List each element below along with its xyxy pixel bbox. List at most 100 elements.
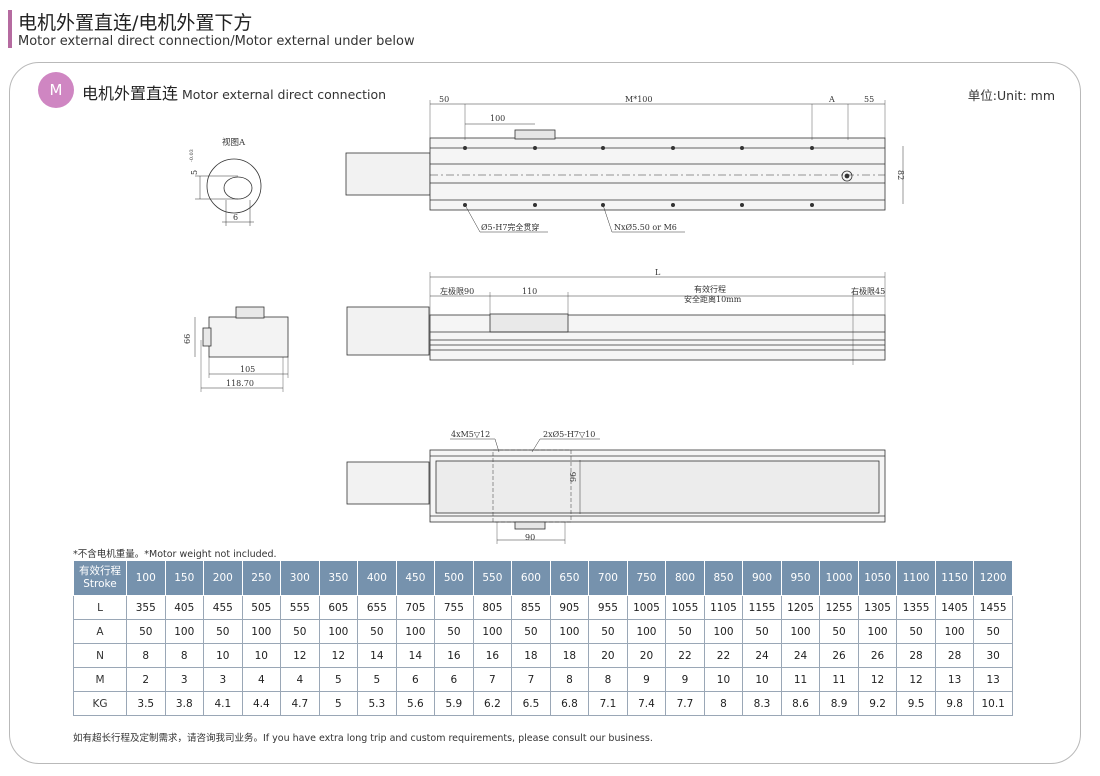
table-cell: 3 (164, 667, 205, 692)
table-cell: 505 (241, 595, 282, 620)
table-cell: 6.8 (549, 691, 590, 716)
table-cell: 5 (357, 667, 397, 692)
table-cell: 655 (357, 595, 397, 620)
table-cell: 24 (742, 643, 782, 668)
table-cell: 6.5 (511, 691, 551, 716)
table-cell: 8 (588, 667, 628, 692)
view-a-dim-h: 5 (190, 170, 199, 175)
table-cell: 50 (280, 619, 320, 644)
stroke-col-header: 200 (203, 560, 243, 596)
table-cell: 20 (588, 643, 628, 668)
table-cell: 10 (742, 667, 782, 692)
table-cell: 100 (549, 619, 590, 644)
top-view-drawing (345, 100, 904, 233)
table-cell: 4.1 (203, 691, 243, 716)
table-cell: 6 (395, 667, 436, 692)
table-cell: 50 (511, 619, 551, 644)
table-cell: 100 (164, 619, 205, 644)
stroke-col-header: 150 (164, 560, 205, 596)
table-cell: 8.3 (742, 691, 782, 716)
table-cell: 1305 (857, 595, 898, 620)
table-cell: 100 (626, 619, 667, 644)
table-cell: 9.5 (896, 691, 936, 716)
stroke-col-header: 500 (434, 560, 474, 596)
section-title-cn: 电机外置直连 (82, 84, 179, 103)
end-height: 66 (183, 334, 192, 344)
table-cell: 4 (280, 667, 320, 692)
table-cell: 705 (395, 595, 436, 620)
table-cell: 1355 (896, 595, 936, 620)
stroke-col-header: 1150 (934, 560, 975, 596)
table-cell: 22 (665, 643, 705, 668)
table-cell: 4.7 (280, 691, 320, 716)
table-cell: 9.2 (857, 691, 898, 716)
table-cell: 24 (780, 643, 821, 668)
table-cell: 3.8 (164, 691, 205, 716)
table-cell: 10 (703, 667, 744, 692)
side-view-drawing (346, 272, 886, 365)
stroke-col-header: 1050 (857, 560, 898, 596)
table-cell: 50 (973, 619, 1013, 644)
table-cell: 355 (126, 595, 166, 620)
table-cell: 100 (857, 619, 898, 644)
table-cell: 13 (934, 667, 975, 692)
table-cell: 16 (434, 643, 474, 668)
table-cell: 50 (126, 619, 166, 644)
table-cell: 10.1 (973, 691, 1013, 716)
table-cell: 20 (626, 643, 667, 668)
table-cell: 1455 (973, 595, 1013, 620)
stroke-col-header: 100 (126, 560, 166, 596)
table-cell: 18 (511, 643, 551, 668)
view-a-dim-w: 6 (233, 213, 238, 222)
end-view-drawing (194, 306, 289, 392)
table-cell: 3 (203, 667, 243, 692)
view-a-drawing (195, 158, 262, 226)
stroke-col-header: 1200 (973, 560, 1013, 596)
table-cell: 1105 (703, 595, 744, 620)
table-cell: 1255 (819, 595, 859, 620)
side-stroke: 有效行程 (694, 284, 726, 294)
table-cell: 7.7 (665, 691, 705, 716)
table-cell: 100 (934, 619, 975, 644)
table-cell: 7 (472, 667, 513, 692)
table-cell: 26 (857, 643, 898, 668)
table-cell: 100 (318, 619, 359, 644)
unit-label: 单位:Unit: mm (967, 88, 1055, 103)
stroke-header-en: Stroke (83, 578, 117, 590)
side-safety: 安全距离10mm (684, 294, 742, 304)
table-cell: 2 (126, 667, 166, 692)
table-cell: 1055 (665, 595, 705, 620)
top-dim-m100: M*100 (625, 95, 652, 104)
table-cell: 30 (973, 643, 1013, 668)
header-accent-bar (8, 10, 12, 48)
stroke-col-header: 650 (549, 560, 590, 596)
page-title: 电机外置直连/电机外置下方 (18, 12, 253, 34)
table-cell: 5 (318, 691, 359, 716)
view-a-dim-tol: -0.03 (189, 149, 195, 162)
bottom-note-m5: 4xM5▽12 (451, 430, 490, 439)
table-cell: 3.5 (126, 691, 166, 716)
table-cell: 11 (819, 667, 859, 692)
table-cell: 50 (434, 619, 474, 644)
row-label: L (73, 595, 127, 620)
custom-requirement-note: 如有超长行程及定制需求，请咨询我司业务。If you have extra lo… (73, 733, 653, 744)
table-cell: 50 (742, 619, 782, 644)
table-cell: 8 (126, 643, 166, 668)
table-cell: 8.6 (780, 691, 821, 716)
table-cell: 1205 (780, 595, 821, 620)
table-cell: 10 (241, 643, 282, 668)
table-cell: 5.9 (434, 691, 474, 716)
stroke-col-header: 800 (665, 560, 705, 596)
table-cell: 855 (511, 595, 551, 620)
row-label: KG (73, 691, 127, 716)
table-cell: 12 (857, 667, 898, 692)
table-cell: 955 (588, 595, 628, 620)
top-dim-50: 50 (439, 95, 449, 104)
table-cell: 14 (357, 643, 397, 668)
stroke-col-header: 900 (742, 560, 782, 596)
